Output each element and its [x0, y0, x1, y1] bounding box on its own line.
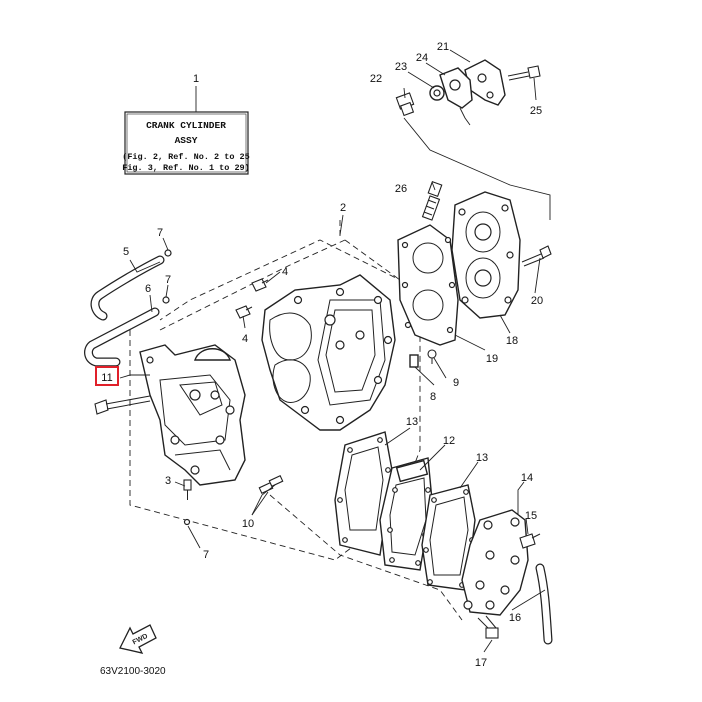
bolt-25	[507, 65, 541, 81]
callout-11: 11	[101, 372, 112, 384]
callout-6: 6	[145, 283, 151, 295]
callout-18: 18	[506, 335, 518, 347]
hose-6	[84, 307, 160, 367]
cylinder-head	[451, 191, 521, 319]
assembly-ref-line2: Fig. 3, Ref. No. 1 to 29)	[122, 163, 250, 173]
callout-16: 16	[509, 612, 521, 624]
gasket-24	[439, 67, 473, 109]
callout-3: 3	[165, 475, 171, 487]
clip-7	[162, 249, 191, 526]
callout-5: 5	[123, 246, 129, 258]
crankcase-bolt	[94, 395, 151, 415]
cylinder-head-gasket	[397, 224, 459, 346]
callout-4-upper: 4	[282, 266, 288, 278]
callout-15: 15	[525, 510, 537, 522]
callout-7-top: 7	[157, 227, 163, 239]
washer-23	[429, 85, 445, 101]
crankcase	[139, 344, 246, 486]
callout-7-bottom: 7	[203, 549, 209, 561]
callout-10: 10	[242, 518, 254, 530]
bracket-8	[409, 354, 419, 368]
callout-22: 22	[370, 73, 382, 85]
callout-24: 24	[416, 52, 428, 64]
callout-13-left: 13	[406, 416, 418, 428]
callout-4-lower: 4	[242, 333, 248, 345]
callout-11-highlight	[95, 366, 119, 386]
callout-1: 1	[193, 73, 199, 85]
bolt-3	[183, 479, 192, 500]
diagram-code: 63V2100-3020	[100, 666, 166, 677]
callout-9: 9	[453, 377, 459, 389]
callout-25: 25	[530, 105, 542, 117]
assembly-title-line1: CRANK CYLINDER	[146, 120, 226, 131]
callout-17: 17	[475, 657, 487, 669]
callout-12: 12	[443, 435, 455, 447]
thermostat-cover-21	[464, 59, 506, 106]
callout-14: 14	[521, 472, 533, 484]
assembly-title-line2: ASSY	[175, 135, 198, 146]
callout-21: 21	[437, 41, 449, 53]
bolt-20	[521, 245, 552, 267]
exhaust-cover-12	[379, 457, 433, 571]
spark-plug-26	[421, 180, 443, 221]
bolt-17	[477, 615, 499, 639]
callout-8: 8	[430, 391, 436, 403]
callout-19: 19	[486, 353, 498, 365]
fitting-4	[235, 278, 269, 319]
sensor-22	[395, 92, 415, 117]
fitting-15	[519, 533, 541, 549]
assembly-reference-box: CRANK CYLINDER ASSY (Fig. 2, Ref. No. 2 …	[122, 86, 250, 175]
dowel-pin-10	[258, 475, 284, 494]
callout-20: 20	[531, 295, 543, 307]
cylinder-block	[261, 274, 396, 431]
exhaust-cover-14	[461, 509, 529, 616]
assembly-ref-line1: (Fig. 2, Ref. No. 2 to 25	[122, 152, 250, 162]
hose-16	[535, 563, 553, 645]
callout-23: 23	[395, 61, 407, 73]
assembly-dashed-outline	[129, 220, 421, 561]
callout-2: 2	[340, 202, 346, 214]
forward-arrow-icon: FWD	[119, 624, 157, 654]
callout-26: 26	[395, 183, 407, 195]
callout-13-right: 13	[476, 452, 488, 464]
callout-7-mid: 7	[165, 274, 171, 286]
leader-lines	[119, 49, 551, 653]
callout-labels: 1 2 3 4 4 5 6 7 7 7 8 9 10 11 12 13 13 1…	[95, 41, 543, 669]
bolt-9	[427, 349, 437, 364]
